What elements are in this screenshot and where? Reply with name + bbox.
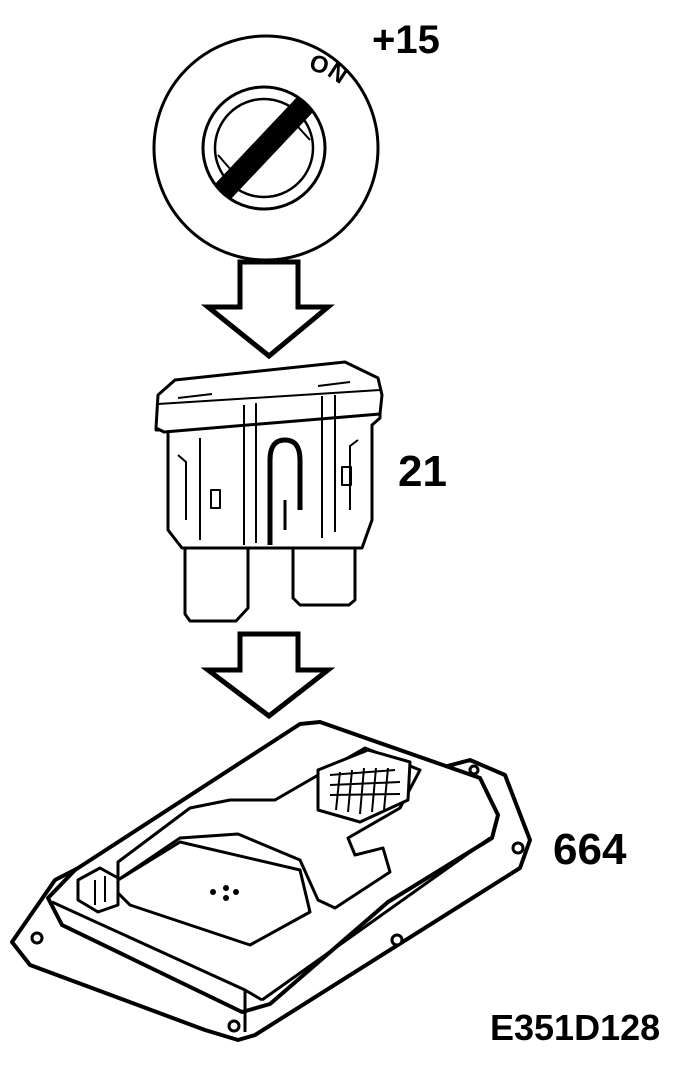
ignition-switch-icon: ON [152,34,380,262]
figure-code-label: E351D128 [490,1007,661,1048]
down-arrow-icon [200,259,335,360]
blade-fuse-icon [154,360,384,623]
ignition-terminal-label: +15 [372,18,440,62]
down-arrow-icon [200,631,336,720]
on-label: ON [307,49,353,89]
fuse-number-label: 21 [398,447,447,496]
module-number-label: 664 [553,825,627,874]
control-module-icon [10,720,532,1042]
